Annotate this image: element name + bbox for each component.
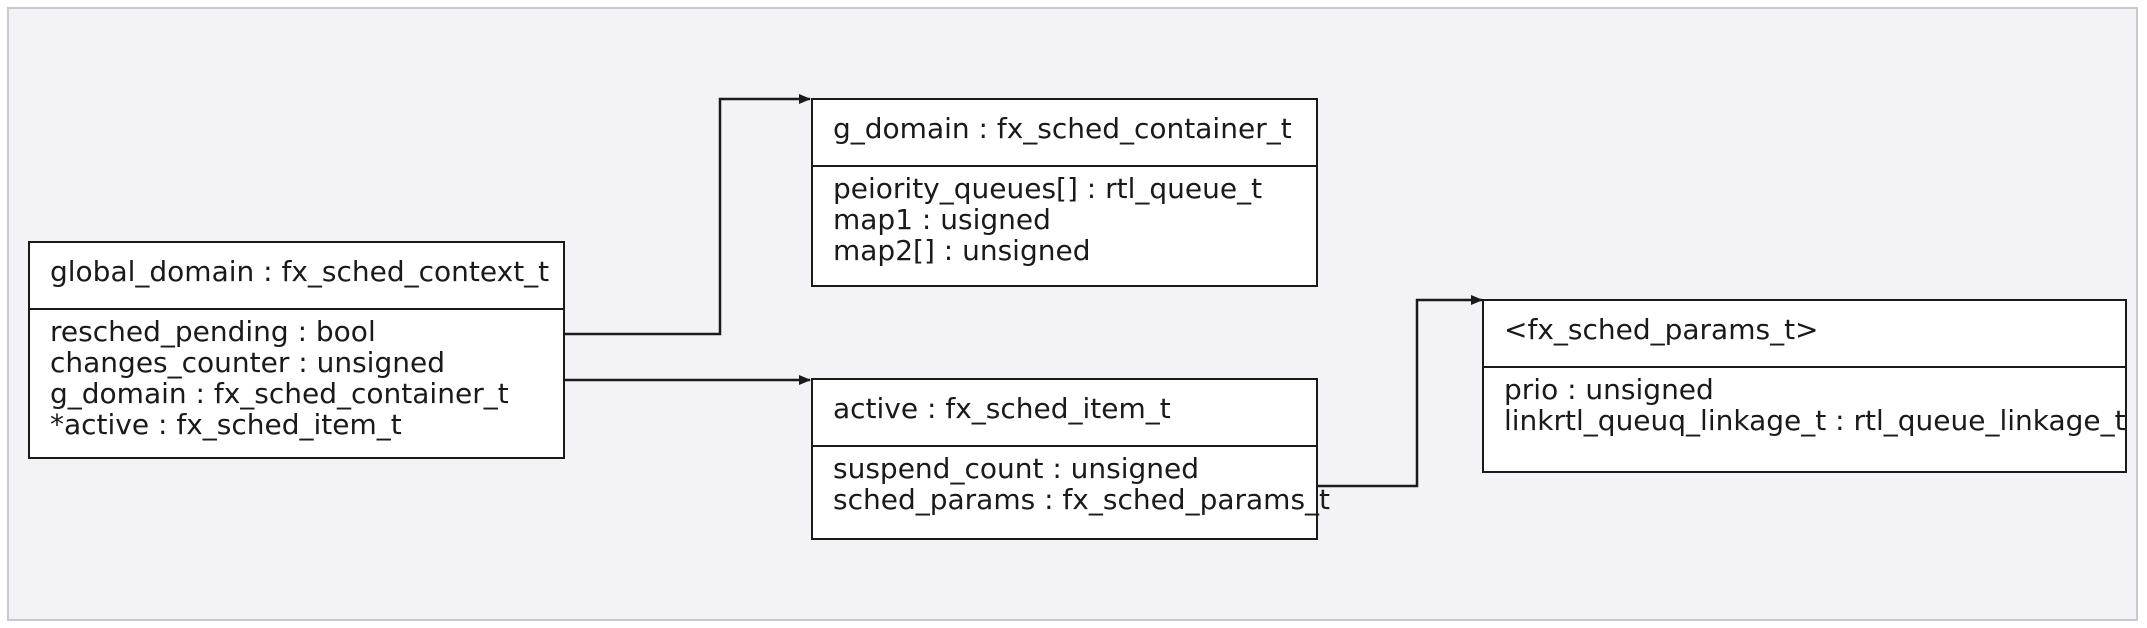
item-class-box: active : fx_sched_item_t suspend_count :…	[811, 378, 1331, 540]
params-class-box: <fx_sched_params_t> prio : unsigned link…	[1482, 299, 2127, 473]
field-peiority-queues: peiority_queues[] : rtl_queue_t	[833, 172, 1263, 205]
field-prio: prio : unsigned	[1504, 373, 1714, 406]
context-class-fields: resched_pending : bool changes_counter :…	[30, 310, 563, 440]
field-linkage: linkrtl_queuq_linkage_t : rtl_queue_link…	[1504, 404, 2126, 437]
params-class-title: <fx_sched_params_t>	[1484, 301, 2125, 368]
field-map1: map1 : usigned	[833, 203, 1051, 236]
connector-context-to-container	[563, 94, 811, 336]
context-class-title: global_domain : fx_sched_context_t	[30, 243, 563, 310]
connector-item-to-params	[1318, 295, 1483, 488]
field-g-domain: g_domain : fx_sched_container_t	[50, 377, 509, 410]
item-class-fields: suspend_count : unsigned sched_params : …	[813, 447, 1331, 516]
field-resched-pending: resched_pending : bool	[50, 315, 376, 348]
field-changes-counter: changes_counter : unsigned	[50, 346, 445, 379]
field-active: *active : fx_sched_item_t	[50, 408, 402, 441]
context-class-box: global_domain : fx_sched_context_t resch…	[28, 241, 565, 459]
item-class-title: active : fx_sched_item_t	[813, 380, 1316, 447]
container-class-box: g_domain : fx_sched_container_t peiority…	[811, 98, 1318, 287]
params-class-fields: prio : unsigned linkrtl_queuq_linkage_t …	[1484, 368, 2126, 437]
field-map2: map2[] : unsigned	[833, 234, 1091, 267]
field-sched-params: sched_params : fx_sched_params_t	[833, 483, 1331, 516]
container-class-fields: peiority_queues[] : rtl_queue_t map1 : u…	[813, 167, 1316, 266]
field-suspend-count: suspend_count : unsigned	[833, 452, 1200, 485]
container-class-title: g_domain : fx_sched_container_t	[813, 100, 1316, 167]
